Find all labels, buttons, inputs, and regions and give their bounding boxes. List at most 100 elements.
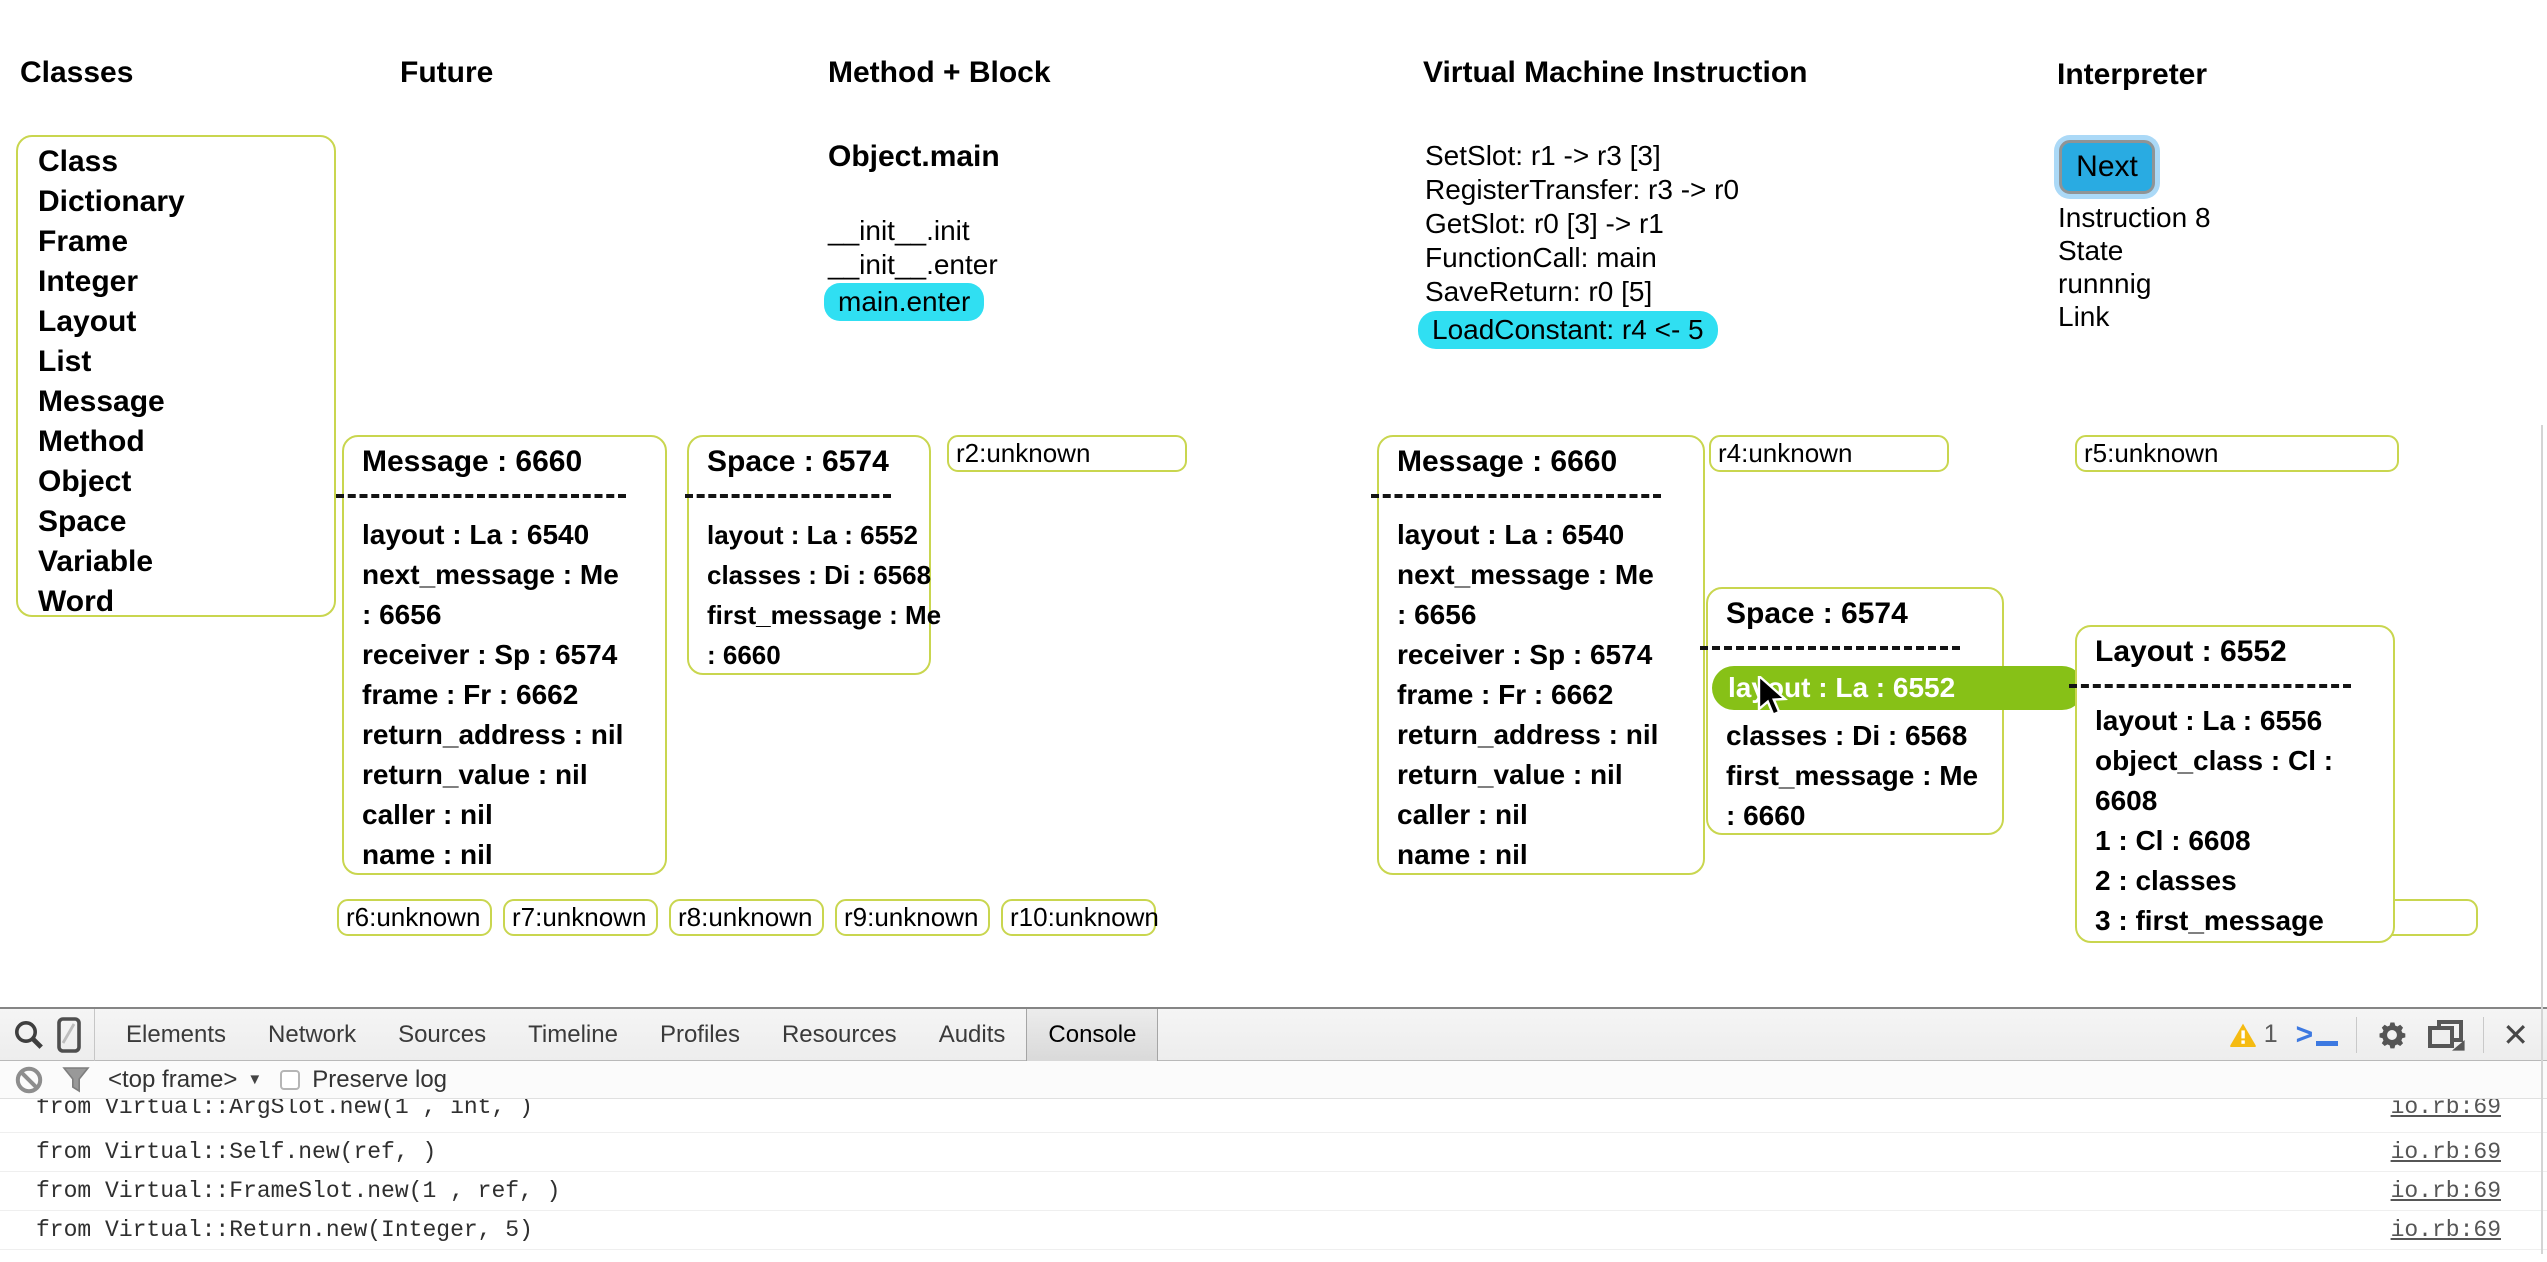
- class-item[interactable]: Variable: [38, 545, 154, 578]
- class-item[interactable]: Word: [38, 585, 115, 618]
- object-slot: : 6656: [1397, 599, 1477, 630]
- source-link[interactable]: io.rb:69: [2390, 1217, 2501, 1243]
- mouse-cursor-icon: [1757, 676, 1788, 717]
- tab-timeline[interactable]: Timeline: [528, 1020, 618, 1048]
- toolbar-separator: [2356, 1016, 2358, 1053]
- console-log-row: from Virtual::FrameSlot.new(1 , ref, ) i…: [0, 1172, 2547, 1211]
- console-log-row: from Virtual::Self.new(ref, ) io.rb:69: [0, 1133, 2547, 1172]
- class-item[interactable]: List: [38, 345, 92, 378]
- object-slot: name : nil: [362, 839, 493, 870]
- divider: [685, 494, 891, 498]
- gear-icon[interactable]: [2375, 1018, 2409, 1052]
- console-log-text: from Virtual::Return.new(Integer, 5): [36, 1217, 533, 1243]
- object-slot: return_address : nil: [362, 719, 624, 750]
- method-block-item: __init__.init: [828, 215, 970, 246]
- devtools-tab-bar: Elements Network Sources Timeline Profil…: [0, 1008, 2547, 1061]
- divider: [1700, 646, 1960, 650]
- register-box-r6[interactable]: r6:unknown: [337, 899, 492, 936]
- register-box-r10[interactable]: r10:unknown: [1001, 899, 1159, 936]
- source-link[interactable]: io.rb:69: [2390, 1099, 2501, 1120]
- tab-console[interactable]: Console: [1026, 1008, 1159, 1061]
- class-item[interactable]: Message: [38, 385, 165, 418]
- object-slot: receiver : Sp : 6574: [1397, 639, 1653, 670]
- search-icon[interactable]: [12, 1018, 46, 1052]
- object-slot: classes : Di : 6568: [1726, 720, 1968, 751]
- register-box-r7[interactable]: r7:unknown: [503, 899, 658, 936]
- class-item[interactable]: Dictionary: [38, 185, 185, 218]
- device-mode-icon[interactable]: [54, 1016, 84, 1054]
- object-box-message-6660[interactable]: Message : 6660 layout : La : 6540 next_m…: [1371, 435, 1705, 875]
- class-item[interactable]: Integer: [38, 265, 139, 298]
- object-slot: frame : Fr : 6662: [1397, 679, 1614, 710]
- register-box-r9[interactable]: r9:unknown: [835, 899, 990, 936]
- console-log-text: from Virtual::FrameSlot.new(1 , ref, ): [36, 1178, 561, 1204]
- object-box-layout-6552[interactable]: Layout : 6552 layout : La : 6556 object_…: [2069, 625, 2395, 943]
- class-item[interactable]: Method: [38, 425, 145, 458]
- next-button[interactable]: Next: [2059, 140, 2155, 194]
- close-icon[interactable]: ✕: [2502, 1015, 2529, 1054]
- frame-selector[interactable]: <top frame> ▼: [108, 1066, 262, 1094]
- register-box-r8[interactable]: r8:unknown: [669, 899, 824, 936]
- source-link[interactable]: io.rb:69: [2390, 1178, 2501, 1204]
- filter-icon[interactable]: [62, 1066, 90, 1094]
- object-slot: layout : La : 6556: [2095, 705, 2323, 736]
- object-slot: 6608: [2095, 785, 2158, 816]
- tab-profiles[interactable]: Profiles: [659, 1020, 740, 1048]
- preserve-log-checkbox[interactable]: [280, 1069, 301, 1090]
- clear-console-icon[interactable]: [14, 1065, 44, 1095]
- object-slot: classes : Di : 6568: [707, 560, 932, 590]
- object-box-space-6574[interactable]: Space : 6574 layout : La : 6552 classes …: [685, 435, 941, 675]
- vm-instruction: FunctionCall: main: [1425, 242, 1657, 273]
- object-slot: name : nil: [1397, 839, 1528, 870]
- frame-selector-value: <top frame>: [108, 1065, 238, 1093]
- vm-instruction: SaveReturn: r0 [5]: [1425, 276, 1653, 307]
- object-slot: : 6660: [1726, 800, 1806, 831]
- object-slot: frame : Fr : 6662: [362, 679, 579, 710]
- register-box-r4[interactable]: r4:unknown: [1709, 435, 1949, 472]
- tab-elements[interactable]: Elements: [126, 1020, 227, 1048]
- tab-network[interactable]: Network: [268, 1020, 357, 1048]
- interpreter-instruction-count: Instruction 8: [2058, 202, 2211, 233]
- current-method-label: Object.main: [828, 140, 1000, 173]
- console-prompt-icon[interactable]: >: [2296, 1019, 2339, 1049]
- class-item[interactable]: Object: [38, 465, 132, 498]
- chevron-down-icon: ▼: [247, 1071, 263, 1088]
- class-item[interactable]: Class: [38, 145, 119, 178]
- active-block-highlight: main.enter: [824, 283, 985, 321]
- object-slot: return_value : nil: [1397, 759, 1623, 790]
- tab-sources[interactable]: Sources: [398, 1020, 487, 1048]
- interpreter-link[interactable]: Link: [2058, 301, 2110, 332]
- class-item[interactable]: Frame: [38, 225, 129, 258]
- class-item[interactable]: Layout: [38, 305, 137, 338]
- future-column-title: Future: [400, 56, 494, 89]
- class-item[interactable]: Space: [38, 505, 127, 538]
- tab-audits[interactable]: Audits: [938, 1020, 1006, 1048]
- warning-count-badge[interactable]: 1: [2229, 1020, 2278, 1049]
- interpreter-column-title: Interpreter: [2057, 58, 2208, 91]
- source-link[interactable]: io.rb:69: [2390, 1139, 2501, 1165]
- dock-to-window-icon[interactable]: [2427, 1019, 2465, 1051]
- divider: [2069, 684, 2351, 688]
- register-box-r2[interactable]: r2:unknown: [947, 435, 1187, 472]
- console-toolbar: <top frame> ▼ Preserve log: [0, 1061, 2547, 1099]
- object-slot: return_value : nil: [362, 759, 588, 790]
- object-slot: 1 : Cl : 6608: [2095, 825, 2251, 856]
- object-slot: : 6656: [362, 599, 442, 630]
- tab-resources[interactable]: Resources: [781, 1020, 897, 1048]
- object-box-title: Space : 6574: [1726, 597, 1908, 630]
- object-slot: next_message : Me: [1397, 559, 1654, 590]
- scrollbar[interactable]: [2541, 425, 2543, 1254]
- preserve-log-label[interactable]: Preserve log: [312, 1065, 448, 1093]
- object-slot: 2 : classes: [2095, 865, 2237, 896]
- vm-instruction: RegisterTransfer: r3 -> r0: [1425, 174, 1740, 205]
- vm-instruction: GetSlot: r0 [3] -> r1: [1425, 208, 1664, 239]
- divider: [336, 494, 626, 498]
- object-box-message-6660[interactable]: Message : 6660 layout : La : 6540 next_m…: [336, 435, 667, 875]
- console-log-row: from Virtual::Return.new(Integer, 5) io.…: [0, 1211, 2547, 1250]
- register-box-r5[interactable]: r5:unknown: [2075, 435, 2399, 472]
- toolbar-separator: [94, 1008, 95, 1061]
- object-slot: 3 : first_message: [2095, 905, 2324, 936]
- object-slot: layout : La : 6552: [707, 520, 918, 550]
- object-box-space-6574[interactable]: Space : 6574 classes : Di : 6568 first_m…: [1700, 587, 2004, 835]
- classes-column-title: Classes: [20, 56, 134, 89]
